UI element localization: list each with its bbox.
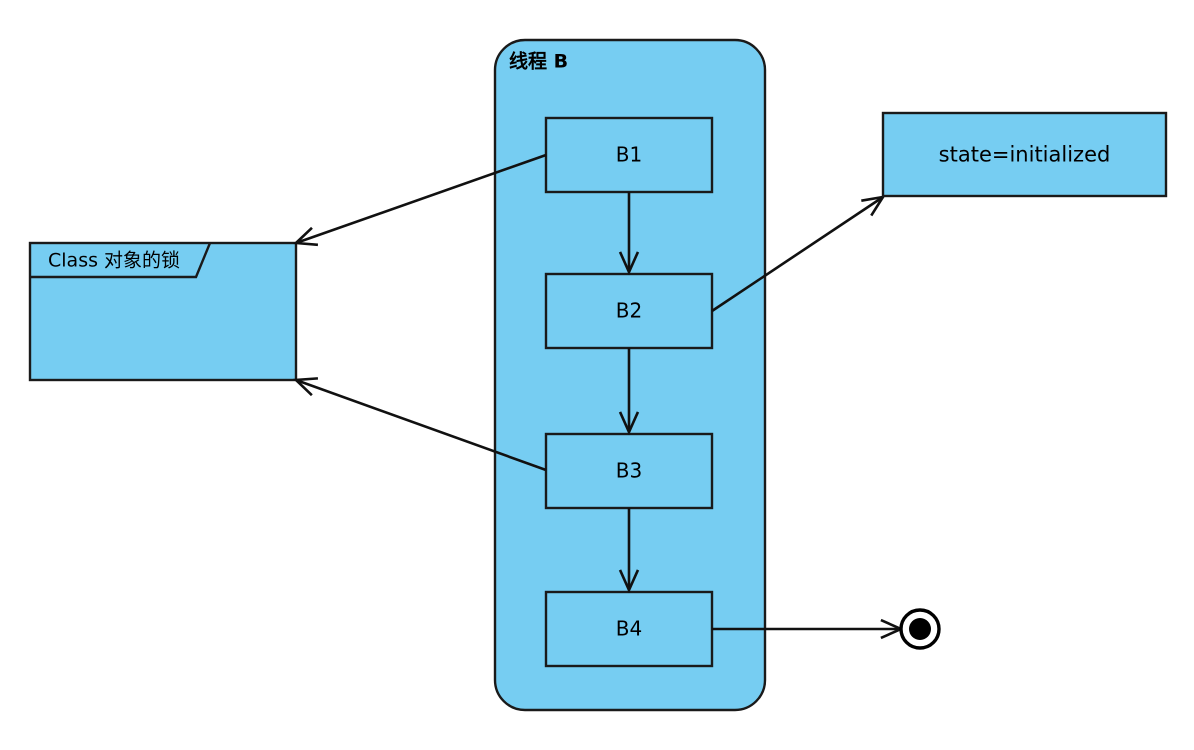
transition-b2-to-b3[interactable] — [618, 348, 640, 436]
final-node[interactable] — [899, 608, 941, 650]
state-note-fill — [883, 113, 1166, 196]
arrow-head-icon — [292, 226, 319, 247]
arrow-head-icon — [618, 569, 640, 594]
transition-group — [292, 153, 905, 640]
transition-b1-to-b2[interactable] — [618, 192, 640, 276]
activity-fill — [546, 118, 712, 192]
transition-b3-to-b4[interactable] — [618, 508, 640, 594]
activity-fill — [546, 592, 712, 666]
class-lock-frame[interactable]: Class 对象的锁 — [28, 241, 298, 382]
transition-line — [295, 153, 547, 245]
thread-lane-title: 线程 B — [509, 50, 568, 73]
arrow-head-icon — [861, 195, 886, 217]
state-note-border — [881, 111, 1168, 198]
state-note-label: state=initialized — [939, 143, 1111, 167]
activity-label: B4 — [616, 617, 642, 641]
activity-node-b3[interactable]: B3 — [544, 432, 714, 510]
final-node-core — [909, 618, 931, 640]
activity-fill — [546, 434, 712, 508]
state-note[interactable]: state=initialized — [881, 111, 1168, 198]
activity-node-b1[interactable]: B1 — [544, 116, 714, 194]
activity-label: B3 — [616, 459, 642, 483]
class-lock-fill — [30, 243, 296, 380]
transition-b3-to-lock[interactable] — [293, 377, 547, 472]
activity-node-b2[interactable]: B2 — [544, 272, 714, 350]
activity-node-b4[interactable]: B4 — [544, 590, 714, 668]
thread-lane-border — [493, 38, 767, 712]
arrow-head-icon — [618, 411, 640, 436]
transition-line — [295, 378, 547, 472]
activity-fill — [546, 274, 712, 348]
class-lock-title-tab — [30, 242, 212, 279]
arrow-head-icon — [293, 377, 319, 397]
arrow-head-icon — [618, 251, 640, 276]
activity-label: B1 — [616, 143, 642, 167]
transition-b1-to-lock[interactable] — [292, 153, 547, 247]
activity-label: B2 — [616, 299, 642, 323]
class-lock-title-label: Class 对象的锁 — [48, 250, 180, 272]
transition-line — [711, 195, 884, 313]
class-lock-border — [28, 241, 298, 382]
